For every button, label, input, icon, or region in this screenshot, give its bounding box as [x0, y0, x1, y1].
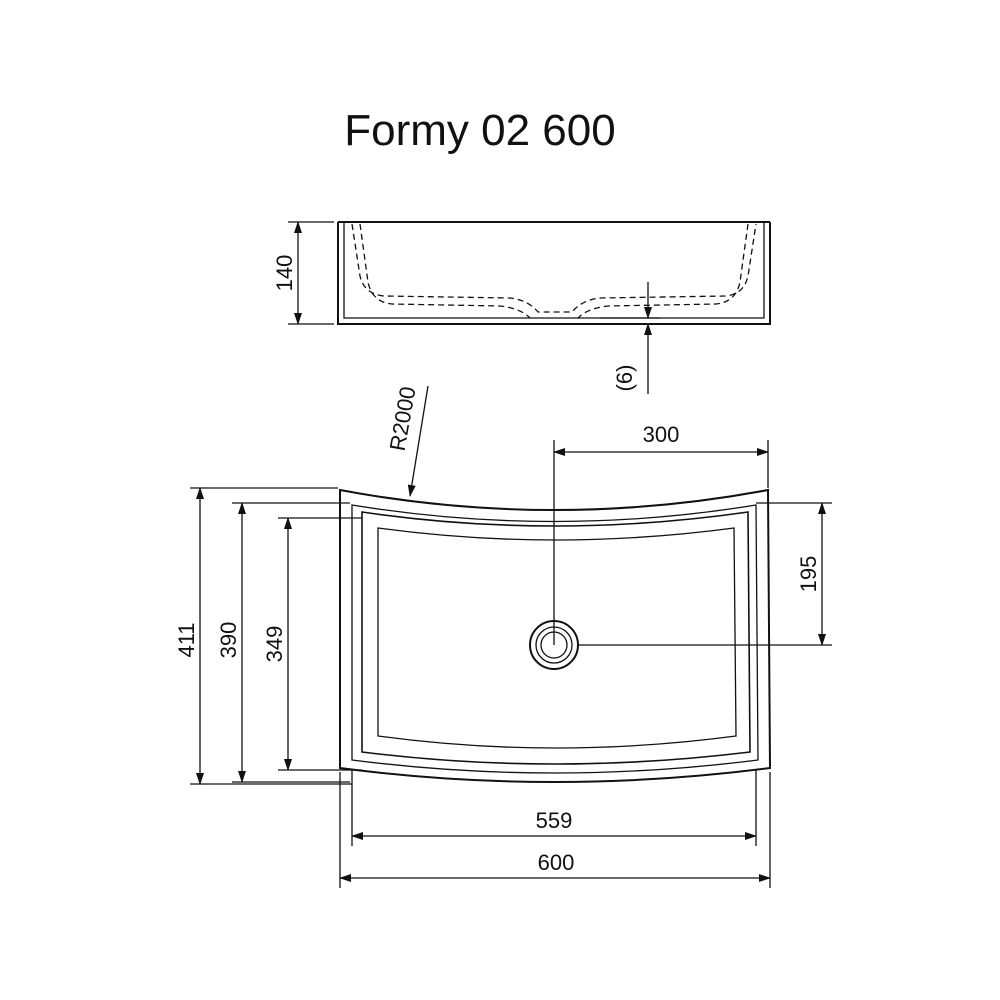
dimension-140: 140	[272, 221, 334, 325]
radius-label: R2000	[385, 385, 421, 453]
dimension-label-349: 349	[262, 626, 287, 663]
dimension-349: 349	[262, 517, 362, 771]
dimension-label-300: 300	[643, 422, 680, 447]
side-view	[337, 221, 771, 325]
dimension-label-140: 140	[272, 255, 297, 292]
dimension-label-195: 195	[796, 556, 821, 593]
dimension-label-559: 559	[536, 808, 573, 833]
drawing-title: Formy 02 600	[344, 106, 615, 155]
dimension-label-6: (6)	[612, 365, 637, 392]
dimension-559: 559	[351, 770, 757, 846]
dimension-label-411: 411	[174, 622, 199, 657]
dimension-300: 300	[553, 422, 769, 645]
dimension-label-390: 390	[216, 622, 241, 659]
dimension-600: 600	[339, 772, 771, 888]
radius-callout: R2000	[385, 385, 429, 497]
top-view	[339, 488, 772, 783]
dimension-390: 390	[216, 502, 350, 783]
dimension-label-600: 600	[538, 850, 575, 875]
dimension-411: 411	[174, 487, 352, 785]
dimension-195: 195	[578, 502, 832, 646]
dimension-6: (6)	[600, 282, 660, 394]
